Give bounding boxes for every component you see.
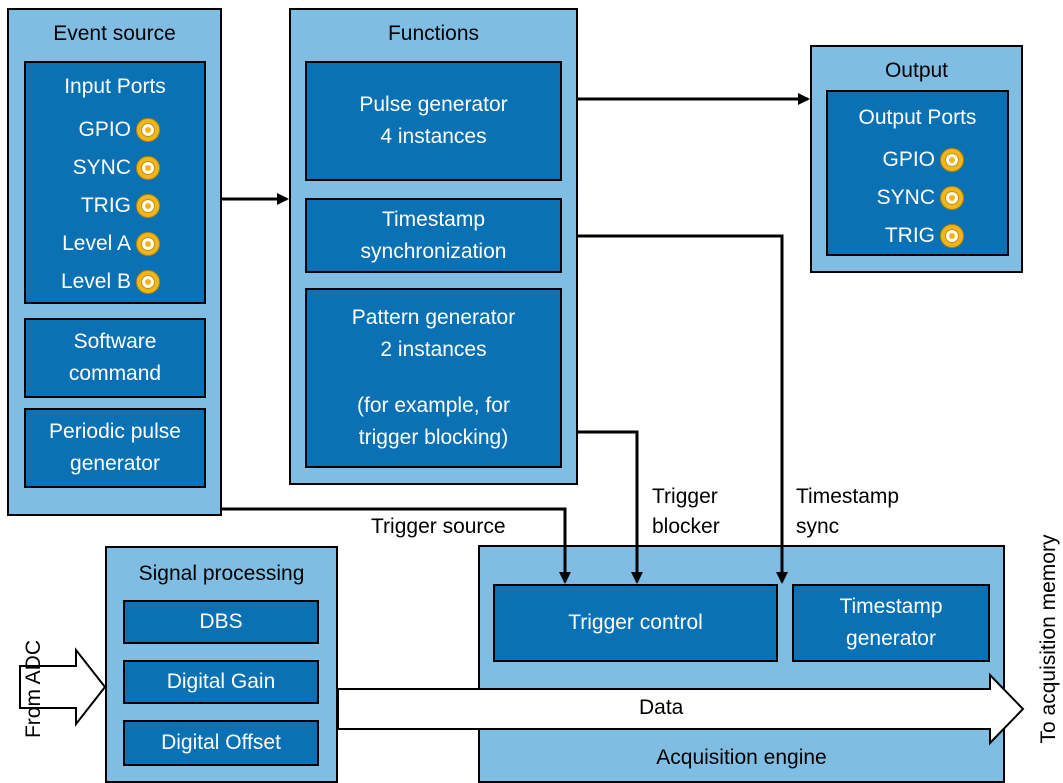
trigger-blocker-label-1: Trigger (652, 485, 718, 508)
pattern-generator-line-1: Pattern generator (351, 306, 516, 329)
timestamp-synchronization-line-1: Timestamp (381, 207, 486, 231)
from-adc-label: From ADC (22, 640, 45, 739)
dbs-label: DBS (199, 610, 243, 633)
input-ports-title: Input Ports (64, 75, 166, 98)
trigger-source-arrow (222, 507, 571, 584)
periodic-pulse-generator-block: Periodic pulse generator (24, 408, 206, 488)
output-ports-box: Output Ports (826, 90, 1009, 256)
sma-connector-icon (136, 270, 160, 294)
pattern-generator-line-4: trigger blocking) (358, 426, 509, 449)
trigger-blocker-arrow (578, 430, 643, 584)
input-port-label: Level A (62, 232, 131, 255)
software-command-label: Software command (68, 330, 162, 385)
sma-connector-icon (940, 186, 964, 210)
periodic-pulse-generator-label: Periodic pulse generator (49, 420, 181, 475)
pattern-generator-line-2: 2 instances (380, 338, 487, 361)
pattern-generator-line-3: (for example, for (357, 394, 510, 417)
output-title: Output (884, 59, 949, 82)
signal-processing-title: Signal processing (138, 562, 305, 585)
sma-connector-icon (940, 224, 964, 248)
pattern-generator-block: Pattern generator 2 instances (for examp… (305, 288, 562, 468)
input-port-row: Level A (26, 231, 160, 257)
input-port-label: GPIO (78, 118, 131, 141)
output-port-label: SYNC (876, 186, 935, 209)
to-acquisition-memory-label: To acquisition memory (1037, 534, 1060, 744)
data-label: Data (639, 696, 684, 719)
event-source-title: Event source (53, 22, 176, 45)
sma-connector-icon (136, 232, 160, 256)
input-port-row: Level B (26, 269, 160, 295)
output-port-row: GPIO (826, 147, 964, 173)
input-port-label: TRIG (80, 194, 131, 217)
output-port-label: GPIO (882, 148, 935, 171)
data-arrow (337, 672, 1025, 746)
output-ports-title: Output Ports (858, 106, 977, 129)
output-port-label: TRIG (884, 224, 935, 247)
timestamp-generator-line-1: Timestamp (839, 595, 943, 618)
software-command-block: Software command (24, 318, 206, 398)
input-port-row: TRIG (26, 193, 160, 219)
timestamp-synchronization-block: Timestamp synchronization (305, 198, 562, 273)
digital-offset-block: Digital Offset (123, 720, 319, 766)
input-port-row: SYNC (26, 155, 160, 181)
output-port-row: TRIG (826, 223, 964, 249)
timestamp-sync-label-1: Timestamp (796, 485, 900, 508)
sma-connector-icon (136, 156, 160, 180)
output-port-row: SYNC (826, 185, 964, 211)
input-port-row: GPIO (26, 117, 160, 143)
timestamp-generator-block: Timestamp generator (792, 584, 990, 662)
trigger-control-block: Trigger control (493, 584, 778, 662)
digital-offset-label: Digital Offset (161, 731, 281, 754)
trigger-source-label: Trigger source (371, 515, 506, 538)
input-ports-box: Input Ports (24, 61, 206, 304)
functions-title: Functions (387, 22, 480, 45)
from-adc-arrow (19, 647, 107, 727)
digital-gain-block: Digital Gain (123, 660, 319, 704)
trigger-control-label: Trigger control (568, 611, 703, 634)
timestamp-synchronization-line-2: synchronization (360, 239, 507, 263)
pulse-generator-line-1: Pulse generator (359, 93, 508, 116)
input-port-label: SYNC (72, 156, 131, 179)
sma-connector-icon (136, 118, 160, 142)
acquisition-engine-title: Acquisition engine (656, 746, 827, 769)
sma-connector-icon (940, 148, 964, 172)
digital-gain-label: Digital Gain (166, 670, 276, 693)
dbs-block: DBS (123, 600, 319, 644)
pulse-generator-block: Pulse generator 4 instances (305, 61, 562, 181)
input-port-label: Level B (60, 270, 131, 293)
timestamp-sync-label-2: sync (796, 515, 840, 538)
trigger-blocker-label-2: blocker (652, 515, 720, 538)
timestamp-generator-line-2: generator (846, 627, 936, 650)
pulse-generator-line-2: 4 instances (380, 125, 487, 148)
timestamp-sync-arrow (578, 234, 788, 584)
sma-connector-icon (136, 194, 160, 218)
